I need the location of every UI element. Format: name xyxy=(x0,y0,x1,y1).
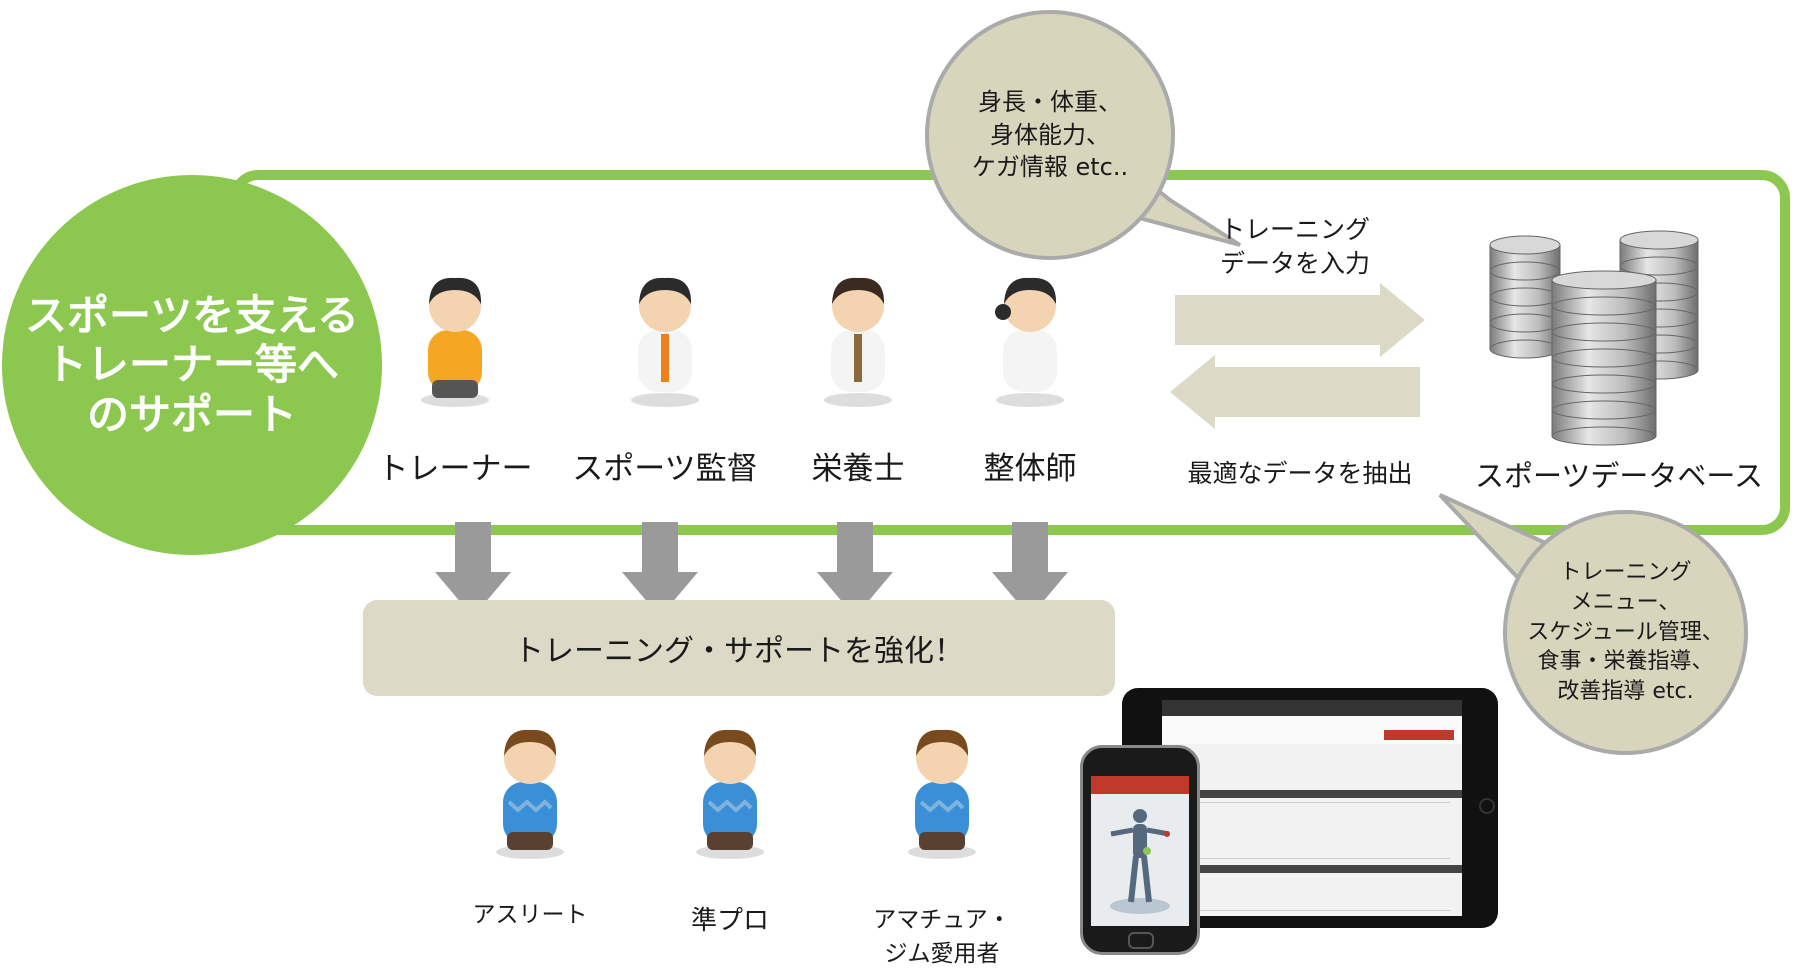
tablet-app-icon xyxy=(1122,688,1498,928)
role-label: スポーツ監督 xyxy=(572,451,758,487)
bubble-bottom-text: トレーニング メニュー、 スケジュール管理、 食事・栄養指導、 改善指導 etc… xyxy=(1527,560,1724,705)
database-label: スポーツデータベース xyxy=(1475,453,1763,495)
extract-label: 最適なデータを抽出 xyxy=(1180,457,1420,491)
down-arrow xyxy=(992,522,1068,617)
role-label: トレーナー xyxy=(377,451,533,487)
tablet-red-button xyxy=(1384,730,1454,740)
support-box-text: トレーニング・サポートを強化！ xyxy=(514,634,964,669)
headline-text: スポーツを支える トレーナー等へ のサポート xyxy=(25,290,359,439)
input-label: トレーニング データを入力 xyxy=(1215,213,1375,281)
phone-screen xyxy=(1091,776,1189,926)
tablet-table-header xyxy=(1162,790,1462,798)
athlete-label: アスリート xyxy=(472,902,588,928)
athlete-label: アマチュア・ ジム愛用者 xyxy=(873,907,1011,967)
tablet-table-rows xyxy=(1170,802,1450,859)
tablet-table-rows-2 xyxy=(1170,880,1450,911)
support-box: トレーニング・サポートを強化！ xyxy=(363,600,1115,696)
left-arrow xyxy=(1170,355,1420,429)
down-arrow xyxy=(622,522,698,617)
nutritionist-person-icon xyxy=(824,277,892,407)
bubble-top: 身長・体重、 身体能力、 ケガ情報 etc.. xyxy=(925,10,1175,260)
role-label: 整体師 xyxy=(983,451,1077,487)
down-arrow xyxy=(435,522,511,617)
database-label-text: スポーツデータベース xyxy=(1475,459,1763,493)
coach-person-icon xyxy=(631,277,699,407)
right-arrow xyxy=(1175,283,1425,357)
headline-circle: スポーツを支える トレーナー等へ のサポート xyxy=(2,175,382,555)
bubble-bottom: トレーニング メニュー、 スケジュール管理、 食事・栄養指導、 改善指導 etc… xyxy=(1503,510,1748,755)
bubble-top-text: 身長・体重、 身体能力、 ケガ情報 etc.. xyxy=(971,88,1129,182)
trainer-person-icon xyxy=(421,277,489,407)
extract-label-text: 最適なデータを抽出 xyxy=(1187,459,1413,488)
tablet-home-button xyxy=(1479,798,1495,814)
semipro-person-icon xyxy=(696,729,764,859)
athlete-person-icon xyxy=(496,729,564,859)
down-arrow xyxy=(817,522,893,617)
athlete-label: 準プロ xyxy=(690,906,769,936)
phone-home-button xyxy=(1128,932,1154,949)
role-label: 栄養士 xyxy=(811,451,905,487)
amateur-person-icon xyxy=(908,729,976,859)
input-label-text: トレーニング データを入力 xyxy=(1219,215,1370,278)
phone-red-header xyxy=(1091,776,1189,794)
smartphone-app-icon xyxy=(1080,745,1200,955)
body-figure-icon xyxy=(1110,809,1170,914)
tablet-table-header-2 xyxy=(1162,865,1462,873)
tablet-titlebar xyxy=(1162,700,1462,716)
database-icon xyxy=(1489,230,1699,446)
chiropractor-person-icon xyxy=(995,277,1064,407)
tablet-screen xyxy=(1162,700,1462,916)
